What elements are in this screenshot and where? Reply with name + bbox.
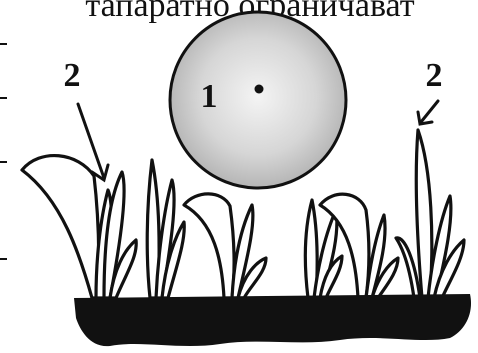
plant-3 — [184, 194, 266, 298]
margin-ticks — [0, 44, 7, 259]
sphere-center-dot — [255, 85, 264, 94]
plant-6 — [396, 130, 464, 298]
ground — [74, 294, 471, 346]
arrow-right — [418, 101, 438, 124]
plant-2 — [147, 160, 184, 298]
plant-label-left: 2 — [64, 57, 81, 94]
sphere-label: 1 — [201, 78, 218, 115]
sphere: 1 — [170, 12, 346, 188]
plant-label-right: 2 — [426, 57, 443, 94]
plant-1 — [22, 156, 136, 298]
